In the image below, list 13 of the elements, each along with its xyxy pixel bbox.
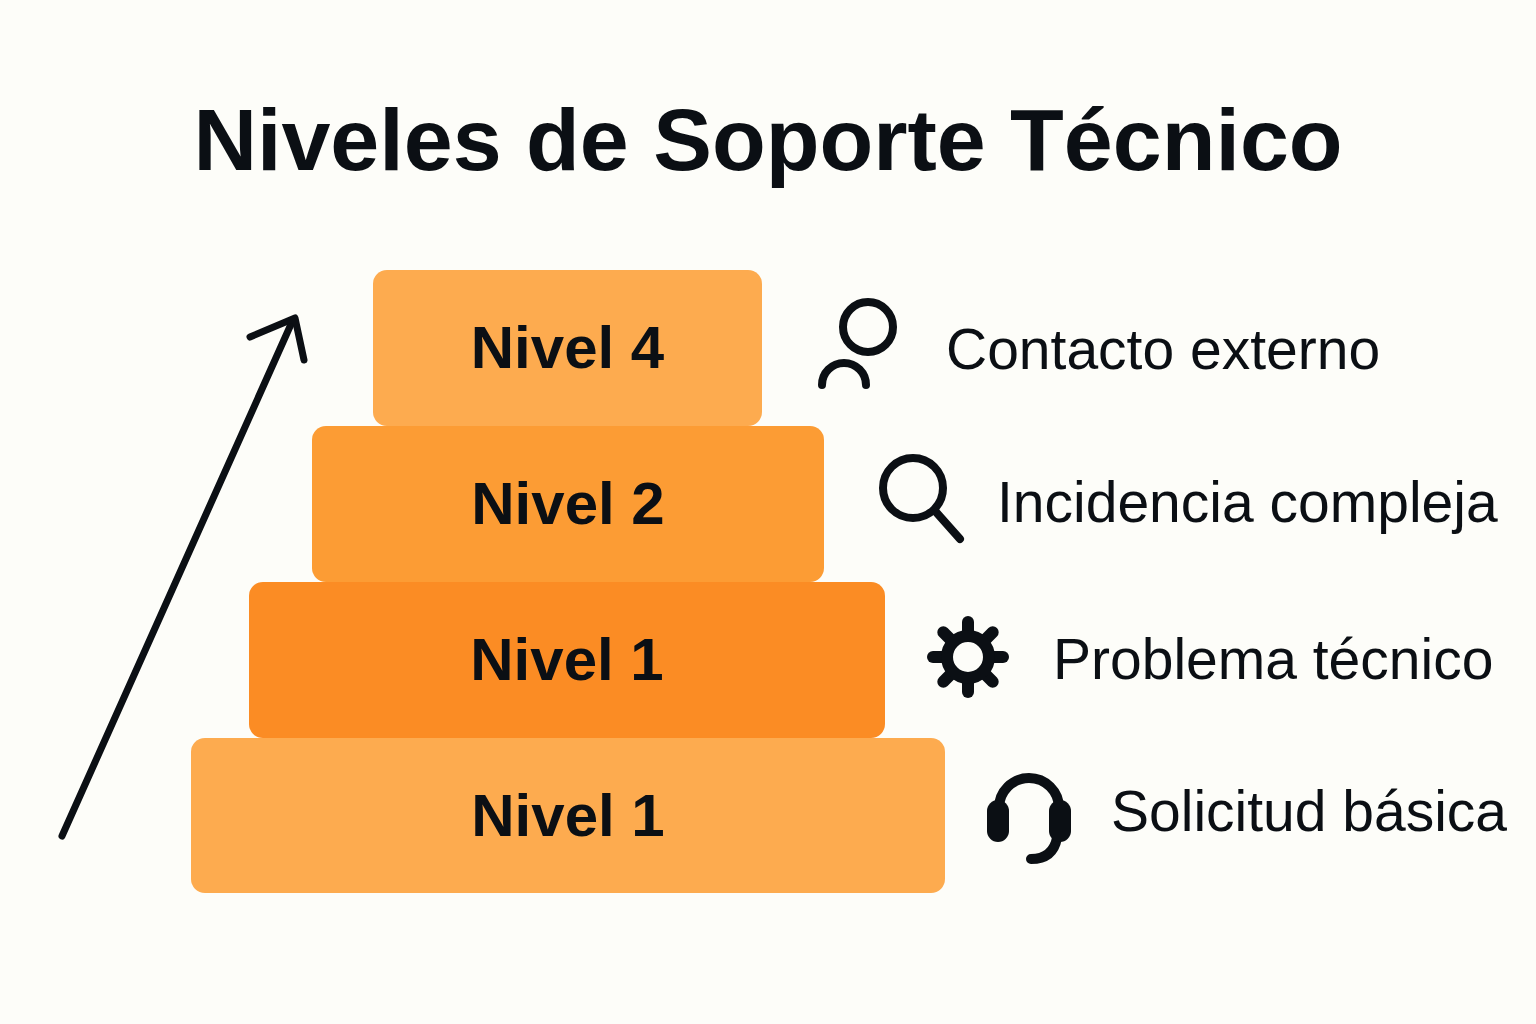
level-bar bbox=[249, 582, 885, 738]
level-description: Incidencia compleja bbox=[997, 470, 1498, 536]
level-bar bbox=[312, 426, 824, 582]
level-bar bbox=[373, 270, 762, 426]
level-label: Nivel 1 bbox=[470, 627, 664, 693]
level-bar bbox=[191, 738, 945, 893]
level-label: Nivel 4 bbox=[470, 315, 665, 381]
level-description: Solicitud básica bbox=[1111, 779, 1508, 845]
level-label: Nivel 2 bbox=[471, 471, 665, 537]
title: Niveles de Soporte Técnico bbox=[193, 92, 1343, 189]
level-label: Nivel 1 bbox=[471, 782, 665, 849]
level-description: Contacto externo bbox=[946, 317, 1381, 383]
level-description: Problema técnico bbox=[1053, 627, 1494, 693]
